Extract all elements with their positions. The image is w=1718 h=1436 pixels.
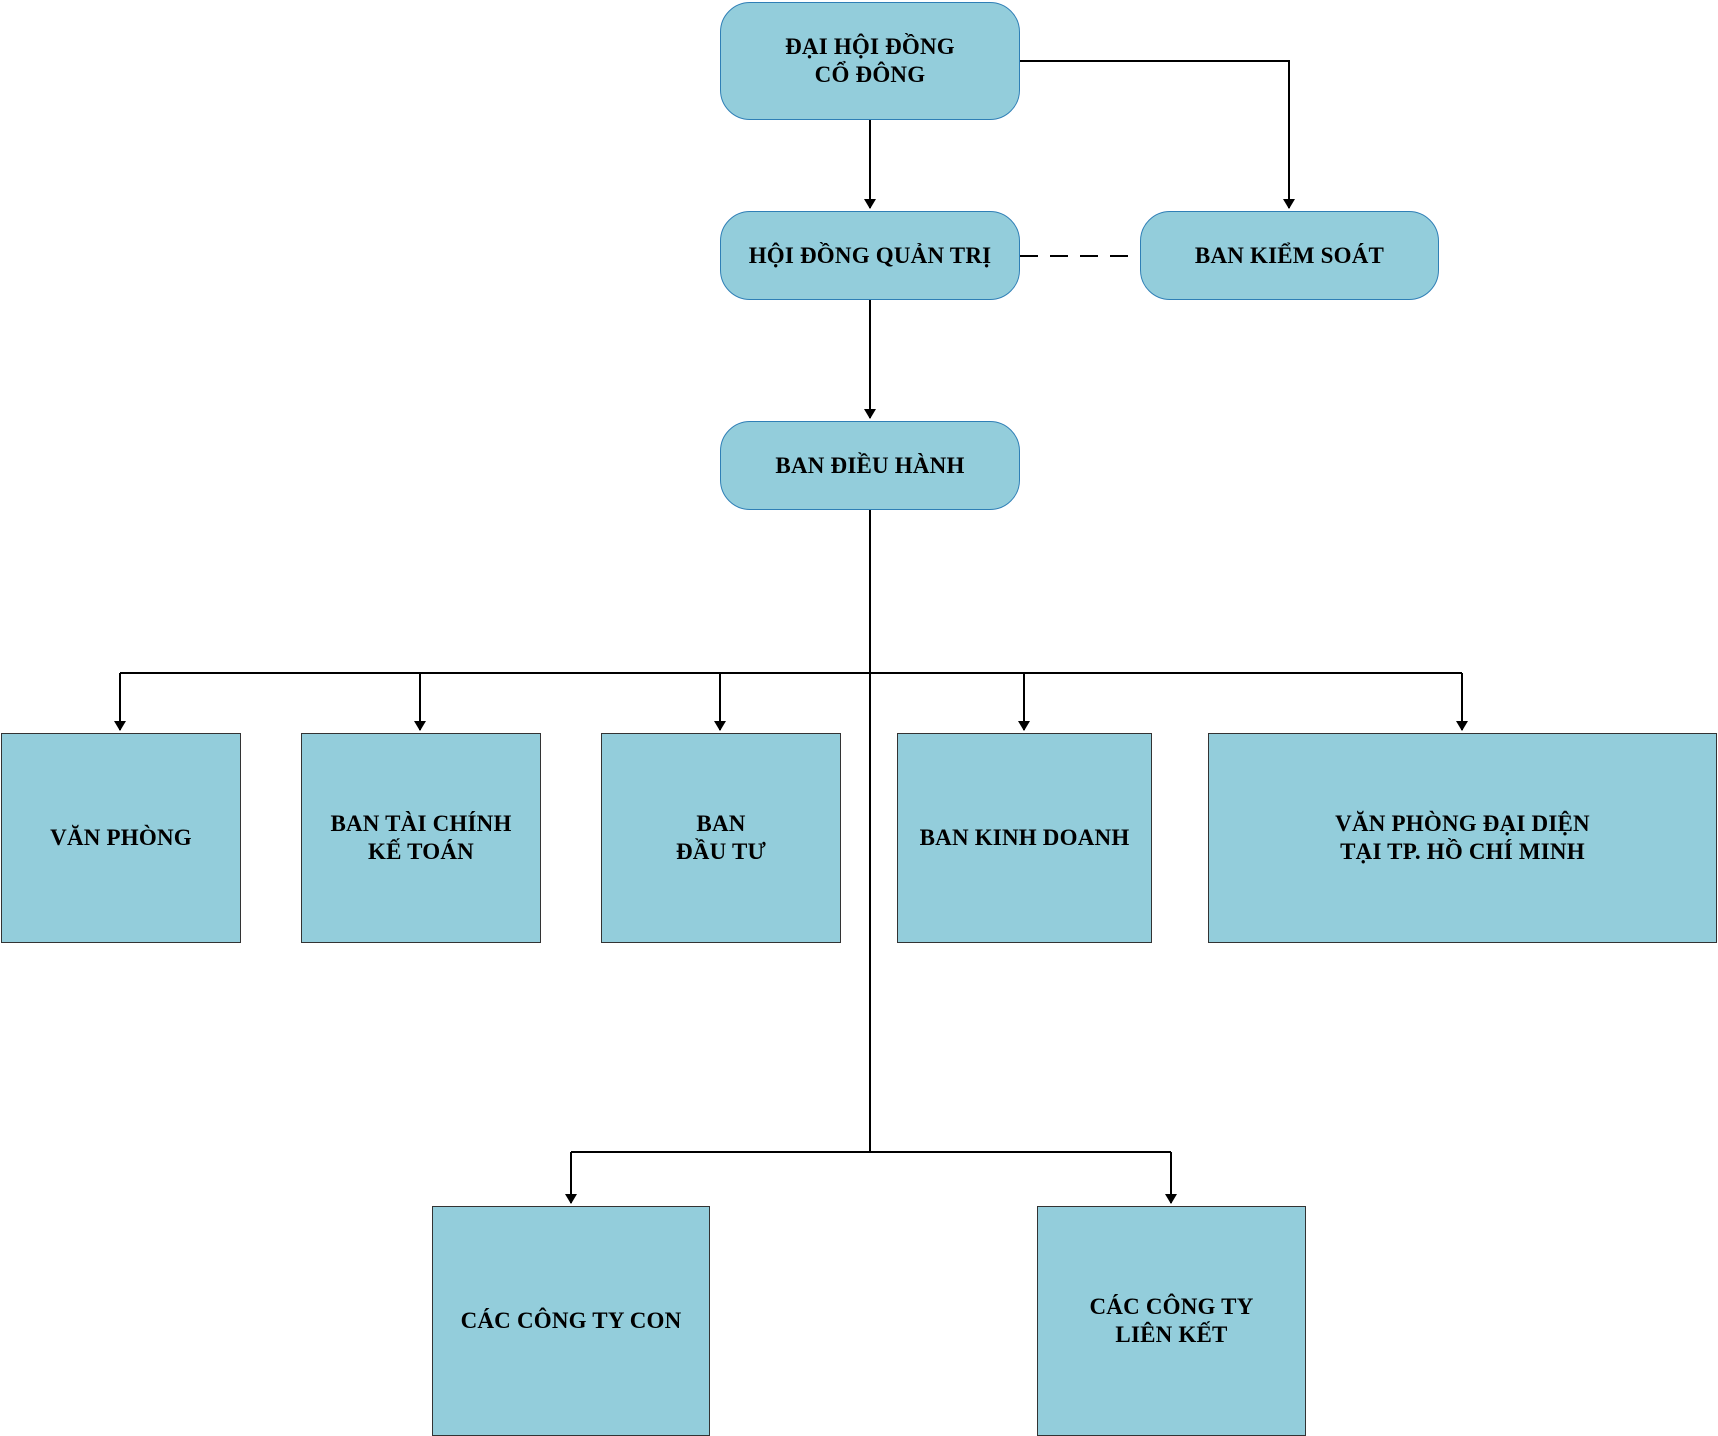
node-label: BAN TÀI CHÍNH KẾ TOÁN <box>330 811 512 864</box>
node-van-phong-dai-dien[interactable]: VĂN PHÒNG ĐẠI DIỆN TẠI TP. HỒ CHÍ MINH <box>1208 733 1717 943</box>
node-van-phong[interactable]: VĂN PHÒNG <box>1 733 241 943</box>
node-label: BAN KINH DOANH <box>919 825 1130 850</box>
node-label: HỘI ĐỒNG QUẢN TRỊ <box>748 242 992 268</box>
node-label: BAN ĐIỀU HÀNH <box>775 452 965 478</box>
connector-dhdcd-to-bks <box>1020 60 1295 209</box>
node-dai-hoi-dong-co-dong[interactable]: ĐẠI HỘI ĐỒNG CỔ ĐÔNG <box>720 2 1020 120</box>
node-label: CÁC CÔNG TY CON <box>460 1308 682 1333</box>
node-ban-kinh-doanh[interactable]: BAN KINH DOANH <box>897 733 1152 943</box>
node-label: VĂN PHÒNG ĐẠI DIỆN TẠI TP. HỒ CHÍ MINH <box>1335 811 1590 864</box>
node-cac-cong-ty-con[interactable]: CÁC CÔNG TY CON <box>432 1206 710 1436</box>
node-ban-dieu-hanh[interactable]: BAN ĐIỀU HÀNH <box>720 421 1020 510</box>
node-hoi-dong-quan-tri[interactable]: HỘI ĐỒNG QUẢN TRỊ <box>720 211 1020 300</box>
node-ban-kiem-soat[interactable]: BAN KIỂM SOÁT <box>1140 211 1439 300</box>
node-label: ĐẠI HỘI ĐỒNG CỔ ĐÔNG <box>785 34 955 87</box>
node-label: CÁC CÔNG TY LIÊN KẾT <box>1089 1294 1254 1347</box>
node-ban-dau-tu[interactable]: BAN ĐẦU TƯ <box>601 733 841 943</box>
node-ban-tai-chinh-ke-toan[interactable]: BAN TÀI CHÍNH KẾ TOÁN <box>301 733 541 943</box>
node-label: VĂN PHÒNG <box>50 825 192 850</box>
node-label: BAN ĐẦU TƯ <box>675 811 766 864</box>
node-cac-cong-ty-lien-ket[interactable]: CÁC CÔNG TY LIÊN KẾT <box>1037 1206 1306 1436</box>
node-label: BAN KIỂM SOÁT <box>1194 242 1385 268</box>
